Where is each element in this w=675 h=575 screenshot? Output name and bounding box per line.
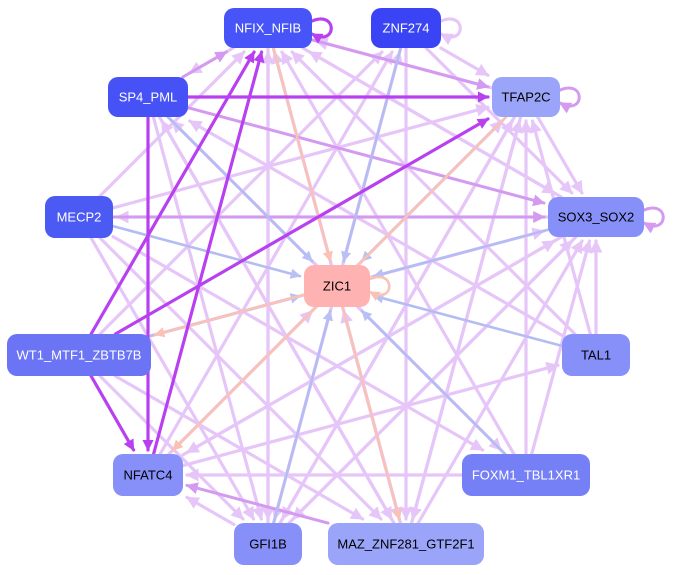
edge-znf274-to-tfap2c — [439, 46, 490, 77]
node-sox3[interactable]: SOX3_SOX2 — [548, 197, 644, 237]
edge-tfap2c-to-maz — [409, 115, 523, 521]
edge-mecp2-to-nfix — [98, 50, 246, 198]
edge-nfix-to-sox3 — [301, 46, 556, 195]
node-mecp2-box[interactable] — [45, 196, 113, 238]
node-sp4-box[interactable] — [108, 77, 188, 117]
edge-foxm1-to-zic1 — [360, 309, 507, 456]
edge-sox3-to-gfi1b — [291, 235, 578, 521]
node-tfap2c-label: TFAP2C — [501, 90, 550, 105]
edge-nfix-to-nfix — [308, 17, 333, 44]
edge-zic1-to-wt1 — [153, 293, 306, 338]
node-nfatc4[interactable]: NFATC4 — [113, 454, 183, 496]
node-nfatc4-box[interactable] — [113, 454, 183, 496]
node-nfix-label: NFIX_NFIB — [235, 21, 301, 36]
edge-zic1-to-nfatc4 — [171, 305, 318, 452]
node-foxm1-label: FOXM1_TBL1XR1 — [472, 468, 580, 483]
node-znf274-box[interactable] — [371, 8, 441, 48]
node-foxm1-box[interactable] — [462, 454, 590, 496]
node-tfap2c[interactable]: TFAP2C — [492, 77, 560, 117]
node-sp4-label: SP4_PML — [119, 90, 178, 105]
node-zic1-box[interactable] — [304, 265, 370, 307]
edge-maz-to-sox3 — [416, 239, 584, 525]
edge-zic1-to-maz — [341, 305, 402, 521]
edge-nfix-to-zic1 — [271, 46, 333, 263]
node-mecp2[interactable]: MECP2 — [45, 196, 113, 238]
edge-tal1-to-zic1 — [372, 293, 564, 348]
edge-sox3-to-nfatc4 — [185, 235, 563, 455]
node-sp4[interactable]: SP4_PML — [108, 77, 188, 117]
edge-sp4-to-maz — [157, 115, 394, 521]
node-wt1[interactable]: WT1_MTF1_ZBTB7B — [7, 334, 151, 376]
node-gfi1b[interactable]: GFI1B — [234, 523, 302, 565]
node-tal1-label: TAL1 — [581, 348, 611, 363]
edge-sp4-to-gfi1b — [151, 115, 265, 521]
node-znf274-label: ZNF274 — [383, 21, 430, 36]
edge-mecp2-to-foxm1 — [111, 235, 485, 452]
node-maz-label: MAZ_ZNF281_GTF2F1 — [337, 537, 474, 552]
edge-znf274-to-znf274 — [437, 17, 462, 46]
node-nfix[interactable]: NFIX_NFIB — [224, 8, 312, 48]
edge-tfap2c-to-tfap2c — [556, 86, 581, 114]
edge-sox3-to-zic1 — [372, 228, 550, 279]
edge-wt1-to-maz — [113, 374, 365, 521]
edge-maz-to-nfatc4 — [185, 482, 330, 525]
node-tal1-box[interactable] — [562, 334, 630, 376]
edge-tfap2c-to-sox3 — [536, 115, 584, 195]
edge-gfi1b-to-zic1 — [272, 309, 333, 525]
edge-wt1-to-nfatc4 — [89, 374, 136, 452]
node-zic1[interactable]: ZIC1 — [304, 265, 370, 307]
node-wt1-label: WT1_MTF1_ZBTB7B — [17, 348, 142, 363]
node-nfix-box[interactable] — [224, 8, 312, 48]
edge-zic1-to-zic1 — [366, 275, 391, 302]
node-sox3-label: SOX3_SOX2 — [558, 210, 635, 225]
edge-nfix-to-tfap2c — [310, 38, 490, 90]
edge-sp4-to-nfix — [181, 50, 228, 79]
node-foxm1[interactable]: FOXM1_TBL1XR1 — [462, 454, 590, 496]
edge-nfatc4-to-nfix — [152, 50, 265, 456]
node-zic1-label: ZIC1 — [323, 279, 351, 294]
node-tal1[interactable]: TAL1 — [562, 334, 630, 376]
edge-wt1-to-tfap2c — [113, 117, 490, 336]
node-tfap2c-box[interactable] — [492, 77, 560, 117]
edge-foxm1-to-sox3 — [530, 239, 593, 456]
node-gfi1b-label: GFI1B — [249, 537, 287, 552]
edge-sp4-to-zic1 — [166, 115, 314, 263]
edge-znf274-to-zic1 — [341, 46, 403, 263]
edge-znf274-to-sox3 — [424, 46, 574, 195]
node-gfi1b-box[interactable] — [234, 523, 302, 565]
node-maz-box[interactable] — [328, 523, 484, 565]
edge-nfatc4-to-znf274 — [158, 50, 394, 456]
edge-sox3-to-sox3 — [640, 206, 665, 234]
node-znf274[interactable]: ZNF274 — [371, 8, 441, 48]
edge-sp4-to-sox3 — [186, 106, 546, 207]
edge-wt1-to-gfi1b — [98, 374, 245, 521]
node-maz[interactable]: MAZ_ZNF281_GTF2F1 — [328, 523, 484, 565]
edge-gfi1b-to-nfatc4 — [185, 495, 236, 527]
node-mecp2-label: MECP2 — [57, 210, 102, 225]
node-sox3-box[interactable] — [548, 197, 644, 237]
edge-foxm1-to-nfix — [280, 50, 516, 456]
edge-wt1-to-nfix — [89, 50, 256, 336]
node-nfatc4-label: NFATC4 — [124, 468, 173, 483]
edge-tal1-to-sp4 — [188, 119, 564, 337]
node-wt1-box[interactable] — [7, 334, 151, 376]
